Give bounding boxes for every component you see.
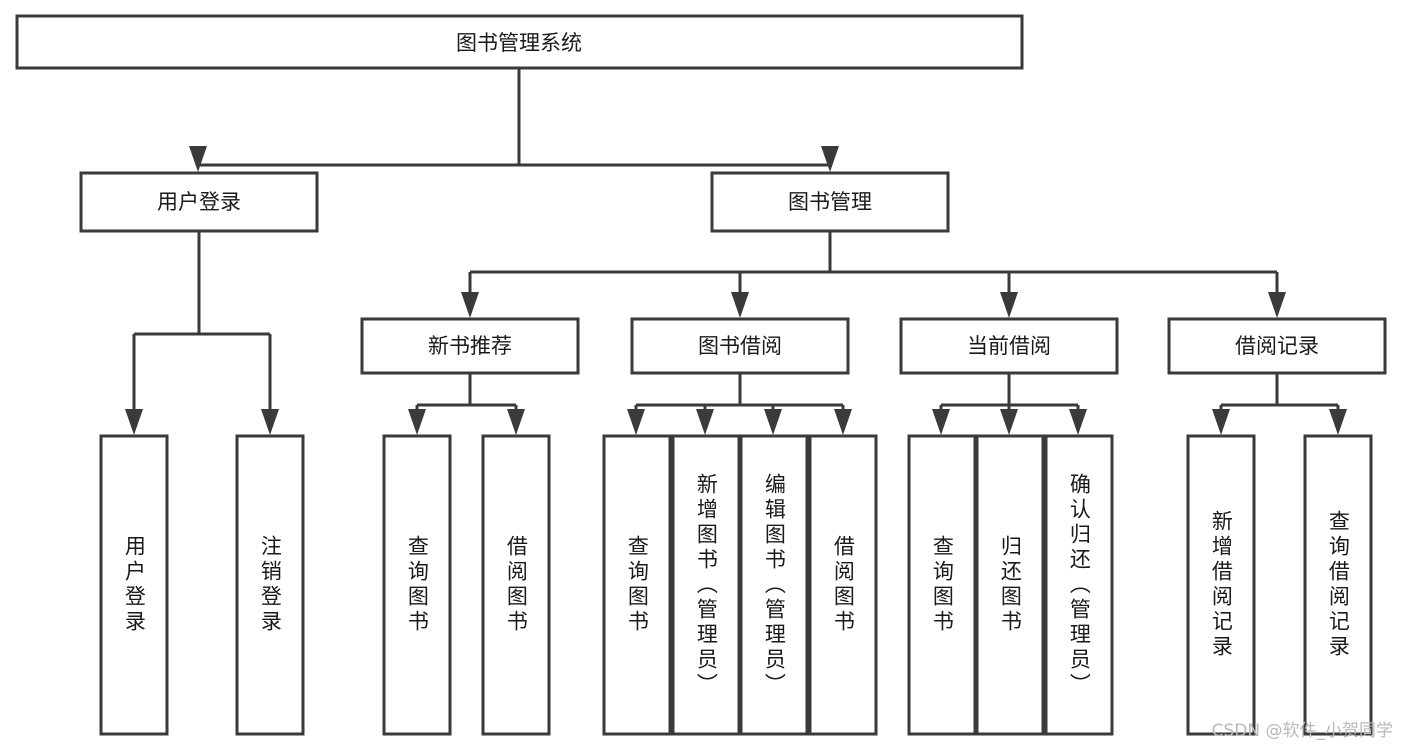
node-leaf-add-book-box[interactable] [671, 434, 741, 736]
node-borrow-record-label: 借阅记录 [1235, 334, 1319, 358]
arrow-cb-leaf-2 [1000, 409, 1018, 435]
arrow-user-login-leaf-2 [261, 409, 279, 435]
arrow-bm-to-book-borrow [731, 292, 749, 318]
node-leaf-borrow-book-1-box[interactable] [481, 434, 551, 736]
node-book-borrow-box[interactable] [630, 317, 850, 375]
arrow-bb-leaf-4 [834, 409, 852, 435]
node-leaf-query-book-2-box[interactable] [602, 434, 672, 736]
arrow-cb-leaf-3 [1069, 409, 1087, 435]
node-root-box[interactable] [15, 14, 1024, 70]
node-new-book-recommend-label: 新书推荐 [428, 334, 512, 358]
arrow-nbr-leaf-2 [507, 409, 525, 435]
node-leaf-query-book-3-box[interactable] [907, 434, 977, 736]
node-leaf-query-record-box[interactable] [1303, 434, 1373, 736]
node-leaf-user-login-box[interactable] [99, 434, 169, 736]
arrow-br-leaf-1 [1212, 409, 1230, 435]
arrow-nbr-leaf-1 [408, 409, 426, 435]
node-leaf-user-logout-box[interactable] [235, 434, 305, 736]
node-leaf-query-book-1-box[interactable] [382, 434, 452, 736]
arrow-root-to-book-management [821, 146, 839, 172]
node-book-borrow-label: 图书借阅 [698, 334, 782, 358]
node-borrow-record-box[interactable] [1167, 317, 1387, 375]
arrow-root-to-user-login [189, 146, 207, 172]
node-leaf-borrow-book-2-box[interactable] [808, 434, 878, 736]
arrow-bm-to-current-borrow [1000, 292, 1018, 318]
node-user-login-label: 用户登录 [157, 190, 241, 214]
node-leaf-add-record-box[interactable] [1186, 434, 1256, 736]
node-current-borrow-box[interactable] [899, 317, 1119, 375]
arrow-bm-to-borrow-record [1268, 292, 1286, 318]
node-leaf-confirm-return-box[interactable] [1044, 434, 1114, 736]
arrow-bb-leaf-1 [627, 409, 645, 435]
arrow-cb-leaf-1 [932, 409, 950, 435]
node-book-management-label: 图书管理 [788, 190, 872, 214]
arrow-user-login-leaf-1 [125, 409, 143, 435]
node-current-borrow-label: 当前借阅 [967, 334, 1051, 358]
node-book-management-box[interactable] [710, 171, 950, 233]
arrow-br-leaf-2 [1329, 409, 1347, 435]
node-leaf-edit-book-box[interactable] [739, 434, 809, 736]
arrow-bb-leaf-2 [696, 409, 714, 435]
node-root-label: 图书管理系统 [456, 31, 582, 55]
arrow-bm-to-new-book-recommend [461, 292, 479, 318]
node-leaf-return-book-box[interactable] [975, 434, 1045, 736]
node-new-book-recommend-box[interactable] [360, 317, 580, 375]
arrow-bb-leaf-3 [764, 409, 782, 435]
